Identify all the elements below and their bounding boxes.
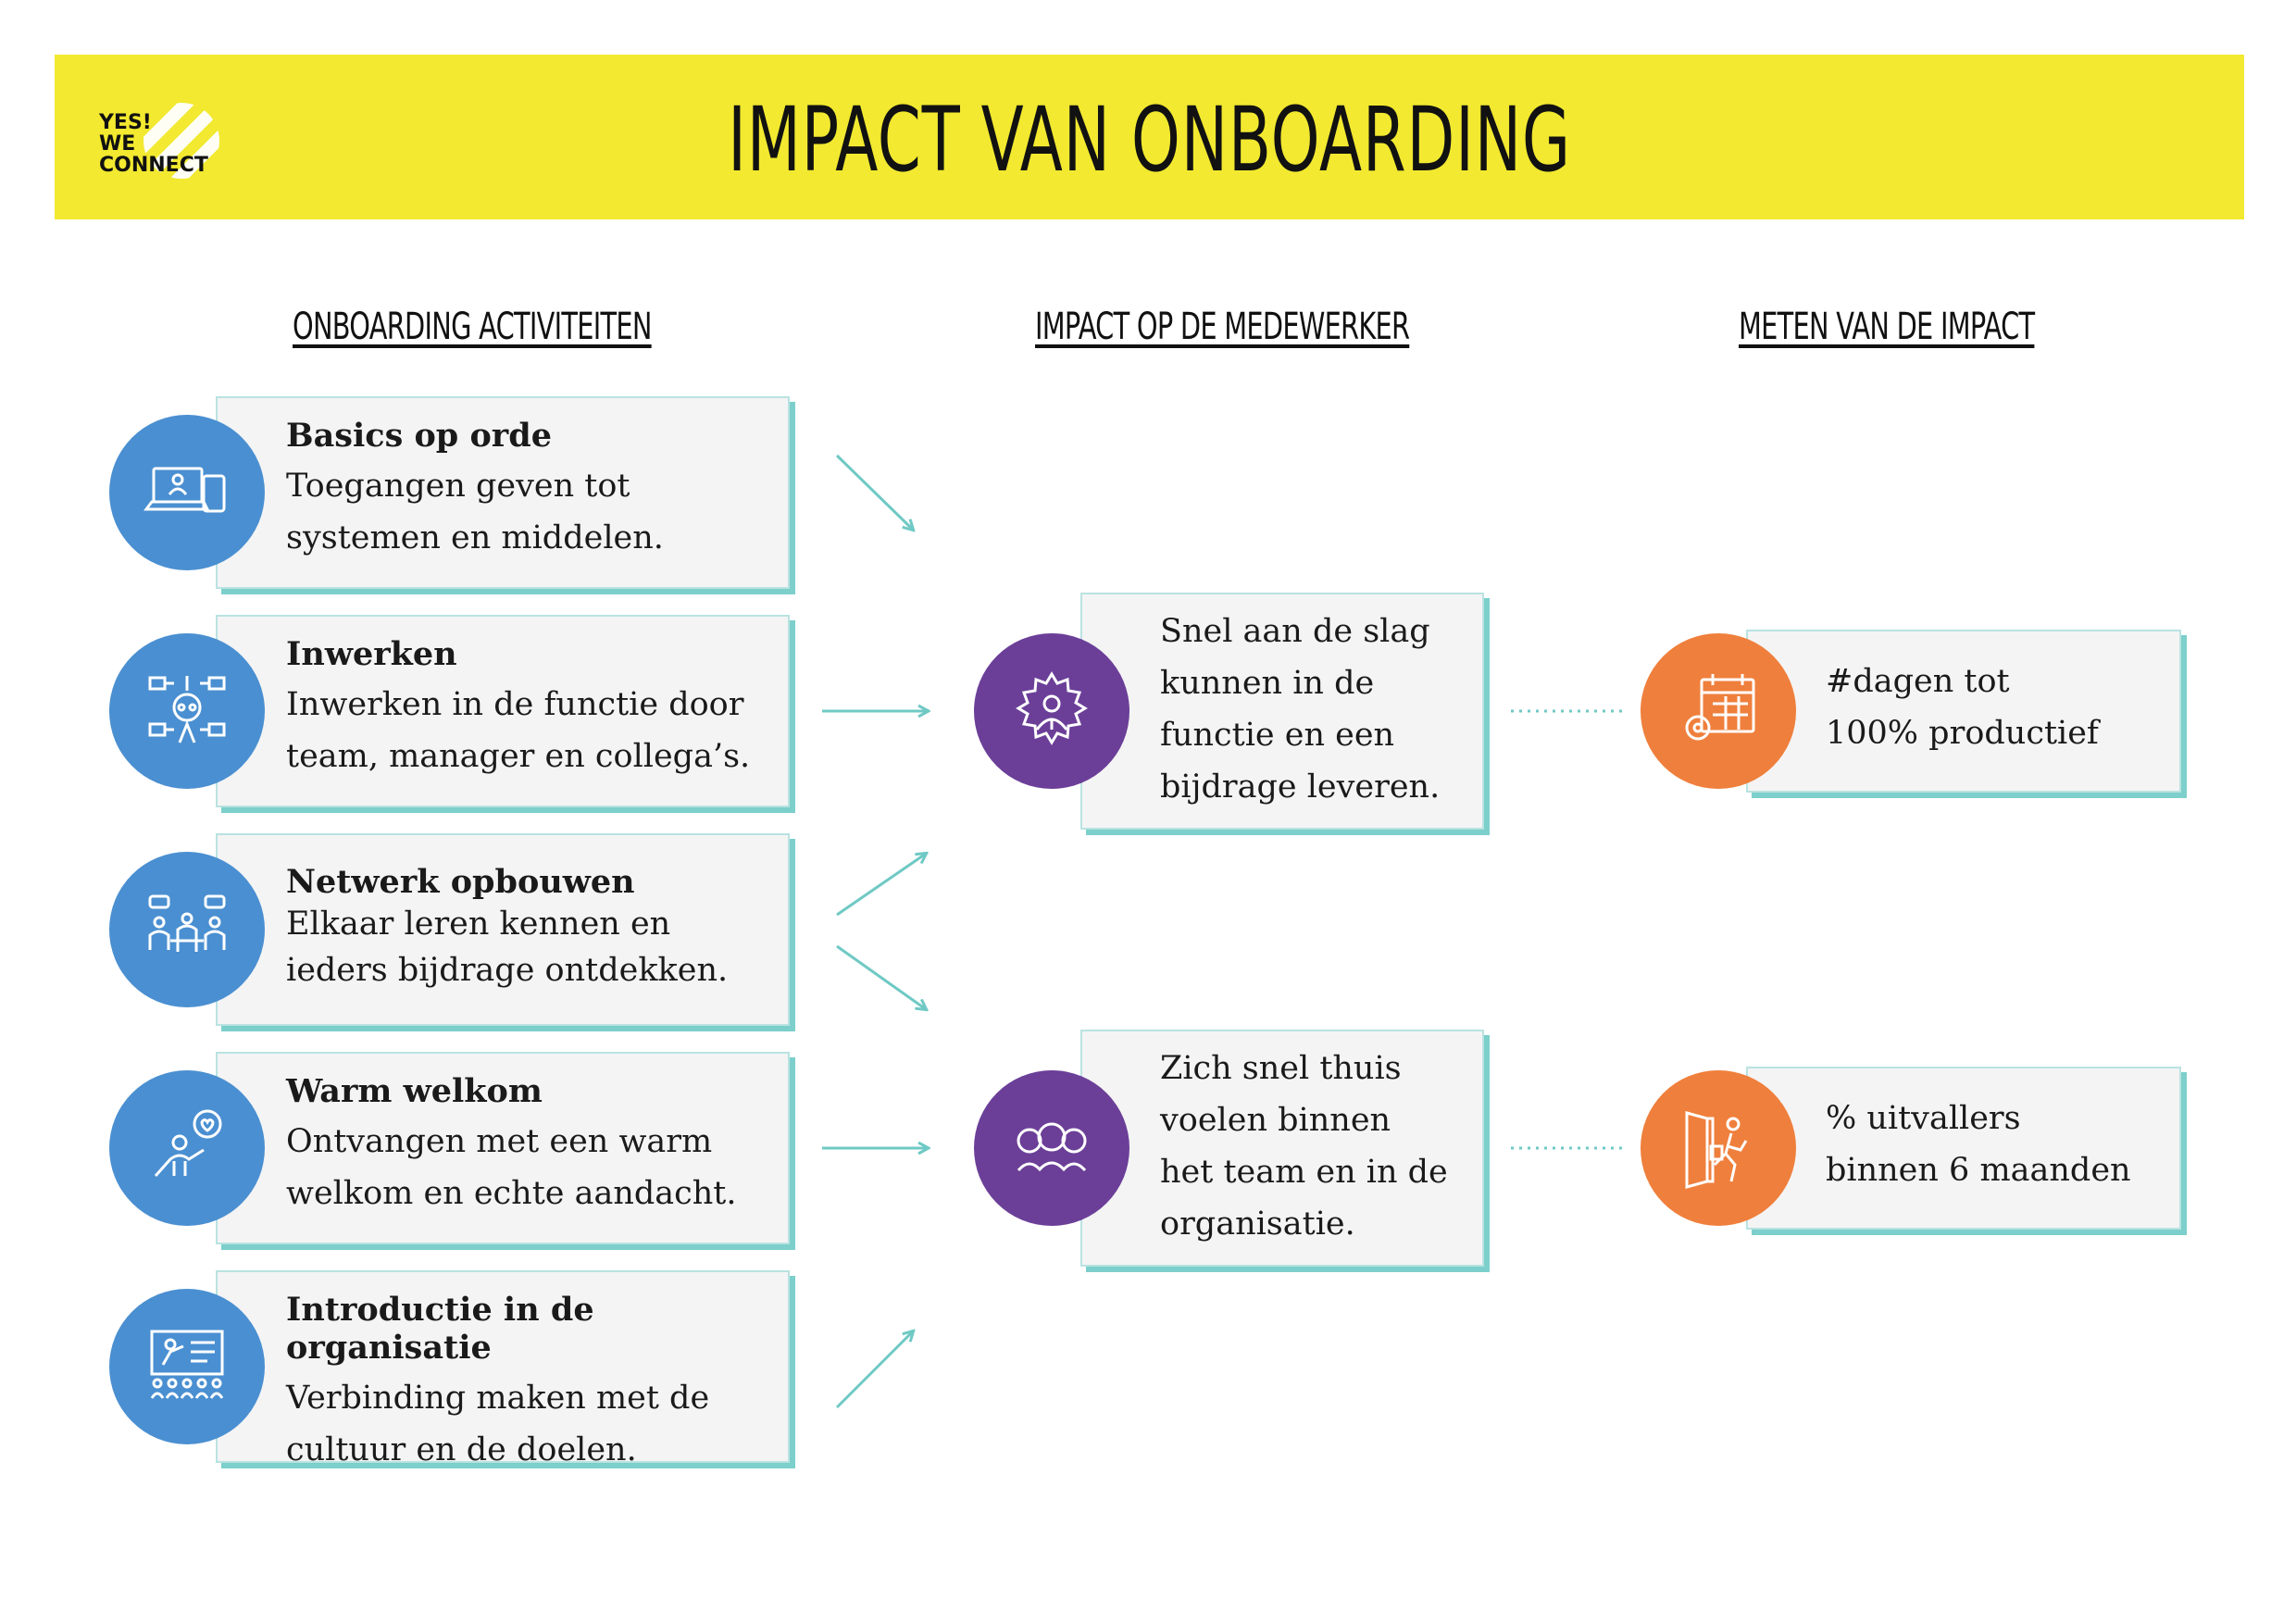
measure-icon-circle	[1641, 633, 1796, 789]
activity-icon-circle	[109, 1289, 265, 1444]
activity-card-introductie: Introductie in de organisatie Verbinding…	[216, 1270, 790, 1468]
activity-icon-circle	[109, 852, 265, 1007]
activity-card-welkom: Warm welkom Ontvangen met een warm welko…	[216, 1052, 790, 1244]
activity-card-inwerken: Inwerken Inwerken in de functie door tea…	[216, 615, 790, 807]
header-banner: YES! WE CONNECT IMPACT VAN ONBOARDING	[55, 55, 2244, 219]
measure-text: % uitvallers binnen 6 maanden	[1826, 1100, 2131, 1189]
impact-text: Zich snel thuis voelen binnen het team e…	[1160, 1050, 1448, 1243]
logo-text: YES! WE CONNECT	[99, 111, 208, 177]
measure-card-uitvallers: % uitvallers binnen 6 maanden	[1746, 1067, 2181, 1230]
activity-icon-circle	[109, 633, 265, 789]
activity-title: Introductie in de organisatie	[286, 1291, 594, 1367]
welcome-heart-icon	[154, 1109, 222, 1177]
column-heading-measure: METEN VAN DE IMPACT	[1739, 306, 2035, 348]
activity-title: Warm welkom	[286, 1072, 543, 1110]
group-people-icon	[1017, 1122, 1087, 1172]
logo: YES! WE CONNECT	[99, 103, 229, 179]
activity-title: Basics op orde	[286, 417, 552, 455]
page-title: IMPACT VAN ONBOARDING	[728, 88, 1571, 192]
activity-title: Inwerken	[286, 635, 457, 673]
column-heading-activities: ONBOARDING ACTIVITEITEN	[293, 306, 652, 348]
presentation-icon	[150, 1330, 224, 1399]
measure-card-dagen: #dagen tot 100% productief	[1746, 630, 2181, 793]
activity-icon-circle	[109, 1070, 265, 1226]
impact-card-productief: Snel aan de slag kunnen in de functie en…	[1080, 593, 1484, 830]
impact-icon-circle	[974, 1070, 1129, 1226]
column-heading-impact: IMPACT OP DE MEDEWERKER	[1035, 306, 1410, 348]
impact-icon-circle	[974, 633, 1129, 789]
activity-text: Verbinding maken met de cultuur en de do…	[286, 1380, 710, 1468]
activity-text: Toegangen geven tot systemen en middelen…	[286, 468, 664, 556]
exit-door-icon	[1685, 1111, 1748, 1189]
activity-card-netwerk: Netwerk opbouwen Elkaar leren kennen en …	[216, 833, 790, 1026]
activity-card-basics: Basics op orde Toegangen geven tot syste…	[216, 396, 790, 589]
measure-text: #dagen tot 100% productief	[1826, 663, 2099, 752]
impact-text: Snel aan de slag kunnen in de functie en…	[1160, 613, 1441, 806]
measure-icon-circle	[1641, 1070, 1796, 1226]
activity-text: Ontvangen met een warm welkom en echte a…	[286, 1123, 737, 1212]
logo-stripes-icon	[144, 103, 219, 179]
calendar-gear-icon	[1685, 674, 1755, 741]
gear-person-icon	[1016, 671, 1088, 745]
arrow-basics	[835, 454, 913, 530]
arrow-netwerk-down	[836, 944, 926, 1009]
devices-icon	[144, 467, 226, 513]
activity-text: Inwerken in de functie door team, manage…	[286, 686, 751, 775]
activity-text: Elkaar leren kennen en ieders bijdrage o…	[286, 906, 729, 989]
activity-title: Netwerk opbouwen	[286, 863, 635, 901]
arrow-introductie	[835, 1331, 913, 1409]
brain-connections-icon	[148, 676, 226, 743]
activity-icon-circle	[109, 415, 265, 570]
team-meeting-icon	[148, 894, 226, 952]
arrow-netwerk-up	[836, 854, 926, 917]
impact-card-thuis: Zich snel thuis voelen binnen het team e…	[1080, 1030, 1484, 1267]
